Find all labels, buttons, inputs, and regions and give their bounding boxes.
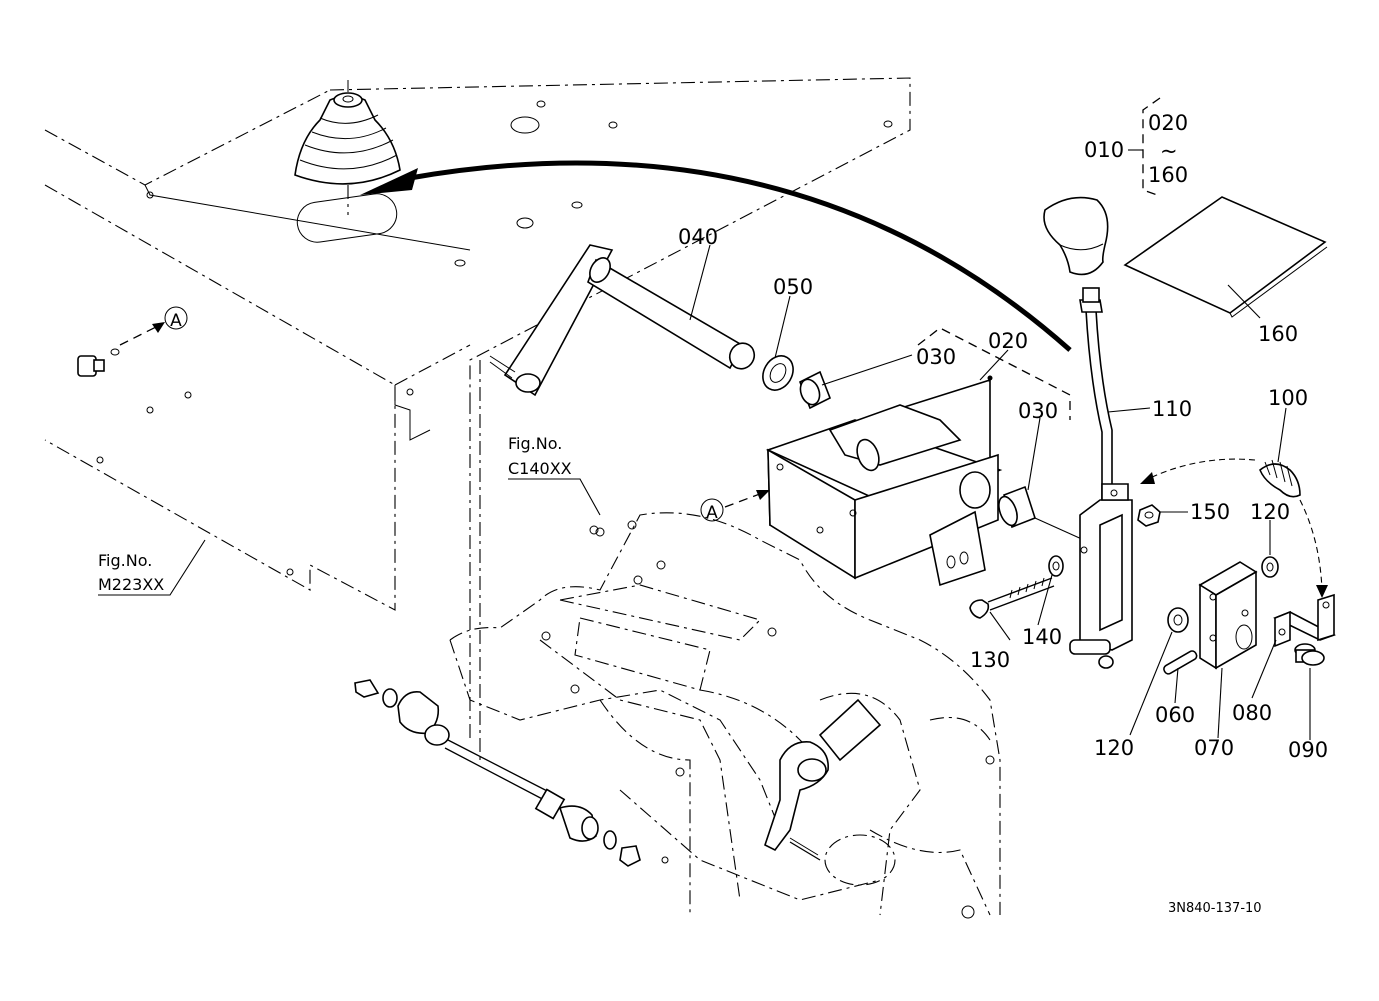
ref-m223xx-title: Fig.No. [98, 551, 152, 570]
part-050-washer [762, 355, 794, 391]
floor-panel-outline [44, 77, 911, 760]
callout-150[interactable]: 150 [1190, 500, 1230, 524]
assembly-range-start: 020 [1148, 111, 1188, 135]
part-090-bolt [1294, 643, 1325, 666]
part-160-label-sheet [1123, 196, 1328, 318]
assembly-ref-010[interactable]: 010 [1084, 138, 1124, 162]
shift-cable [354, 679, 641, 867]
callout-120-lower[interactable]: 120 [1094, 736, 1134, 760]
view-marker-a-left: A [164, 306, 188, 331]
ref-c140xx-title: Fig.No. [508, 434, 562, 453]
part-030-bushing-left [798, 370, 832, 410]
callout-110[interactable]: 110 [1152, 397, 1192, 421]
drawing-code: 3N840-137-10 [1168, 901, 1262, 916]
callout-030-right[interactable]: 030 [1018, 399, 1058, 423]
part-020-bracket [765, 327, 1071, 587]
part-110-shift-lever [1069, 287, 1133, 669]
callout-020[interactable]: 020 [988, 329, 1028, 353]
callout-040[interactable]: 040 [678, 225, 718, 249]
callout-080[interactable]: 080 [1232, 701, 1272, 725]
callout-030-left[interactable]: 030 [916, 345, 956, 369]
callout-130[interactable]: 130 [970, 648, 1010, 672]
part-120-washer-right [1261, 556, 1279, 578]
part-140-washer [1048, 555, 1064, 577]
part-130-bolt [969, 577, 1055, 619]
callout-leaders [689, 244, 1311, 740]
part-070-block [1198, 561, 1258, 670]
part-080-plate [1273, 593, 1336, 648]
part-100-spring [1140, 458, 1328, 598]
callout-070[interactable]: 070 [1194, 736, 1234, 760]
callout-060[interactable]: 060 [1155, 703, 1195, 727]
assembly-range-end: 160 [1148, 163, 1188, 187]
ref-m223xx-code[interactable]: M223XX [98, 575, 164, 594]
part-150-nut [1137, 504, 1161, 527]
part-040-shift-rod [489, 244, 756, 397]
ref-m223xx[interactable]: Fig.No. M223XX [98, 539, 206, 596]
callout-140[interactable]: 140 [1022, 625, 1062, 649]
part-060-pin [1163, 650, 1198, 675]
callout-050[interactable]: 050 [773, 275, 813, 299]
shift-knob [1043, 196, 1109, 276]
ref-c140xx-code[interactable]: C140XX [508, 459, 572, 478]
transmission-housing [449, 512, 1001, 919]
shift-boot [294, 80, 401, 215]
assembly-range-tilde: ~ [1160, 139, 1178, 163]
callout-120-right[interactable]: 120 [1250, 500, 1290, 524]
view-marker-a-bracket: A [700, 490, 770, 523]
shift-arm [764, 698, 882, 861]
ref-c140xx[interactable]: Fig.No. C140XX [508, 434, 601, 516]
callout-090[interactable]: 090 [1288, 738, 1328, 762]
callout-160[interactable]: 160 [1258, 322, 1298, 346]
relocation-arrow [360, 160, 1072, 352]
view-marker-a-left-label: A [170, 311, 182, 331]
bolt-left [77, 322, 165, 377]
part-120-washer-lower [1167, 607, 1189, 633]
view-marker-a-bracket-label: A [706, 503, 718, 523]
assembly-group-010: 010 020 ~ 160 [1084, 97, 1188, 197]
callout-labels: 040 050 020 030 030 110 100 150 120 160 … [678, 225, 1328, 762]
callout-100[interactable]: 100 [1268, 386, 1308, 410]
